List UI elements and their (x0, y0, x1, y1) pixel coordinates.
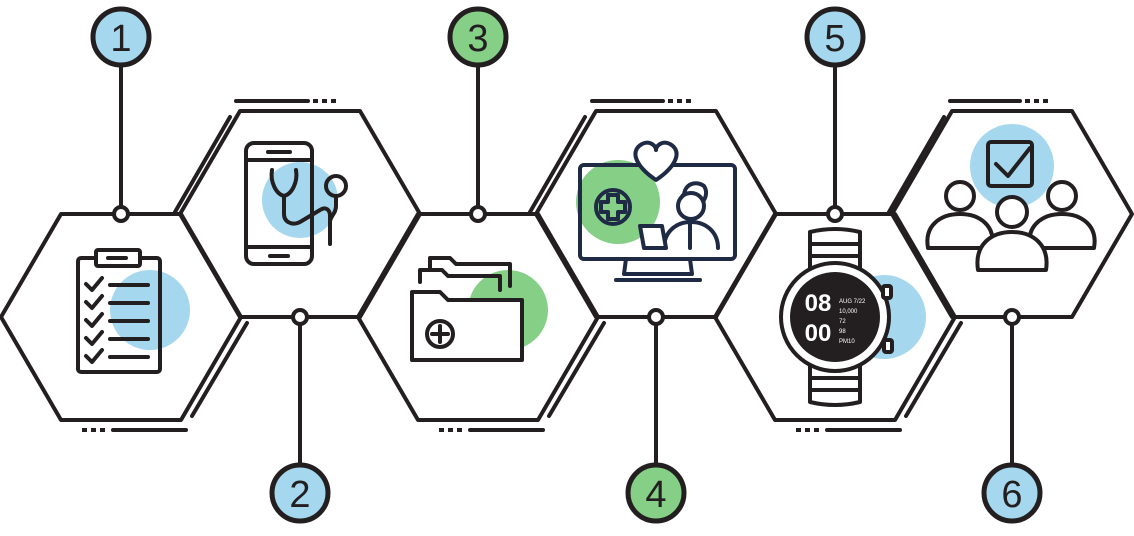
step-badge-2: 2 (269, 462, 331, 524)
connector-nodes (112, 205, 1021, 326)
hexagon-6 (890, 109, 1134, 319)
watch-line-3: 72 (839, 319, 846, 325)
connectors (119, 66, 1014, 466)
step-badge-5: 5 (804, 6, 866, 68)
watch-line-5: PM10 (839, 339, 855, 345)
step-badge-4: 4 (625, 462, 687, 524)
step-badge-1: 1 (90, 6, 152, 68)
watch-line-4: 98 (839, 329, 846, 335)
clipboard-checklist-icon (76, 248, 190, 374)
medical-folder-icon (410, 256, 548, 362)
step-number-2: 2 (289, 474, 310, 516)
step-number-5: 5 (824, 18, 845, 60)
team-approval-icon (925, 124, 1097, 272)
watch-minute: 00 (805, 320, 832, 347)
watch-line-1: AUG 7/22 (839, 299, 866, 305)
watch-hour: 08 (805, 290, 832, 317)
step-number-6: 6 (1001, 474, 1022, 516)
smartwatch-icon: 08 00 AUG 7/22 10,000 72 98 PM10 (779, 227, 926, 407)
phone-stethoscope-icon (244, 141, 348, 266)
watch-line-2: 10,000 (839, 309, 858, 315)
step-badge-3: 3 (447, 6, 509, 68)
decorative-dots (82, 99, 1048, 432)
step-number-4: 4 (645, 474, 666, 516)
step-number-3: 3 (467, 18, 488, 60)
step-badge-6: 6 (981, 462, 1043, 524)
decorative-lines (111, 99, 1022, 432)
hexagon-5 (713, 212, 957, 422)
step-number-1: 1 (110, 18, 131, 60)
telemedicine-monitor-icon (576, 140, 737, 282)
